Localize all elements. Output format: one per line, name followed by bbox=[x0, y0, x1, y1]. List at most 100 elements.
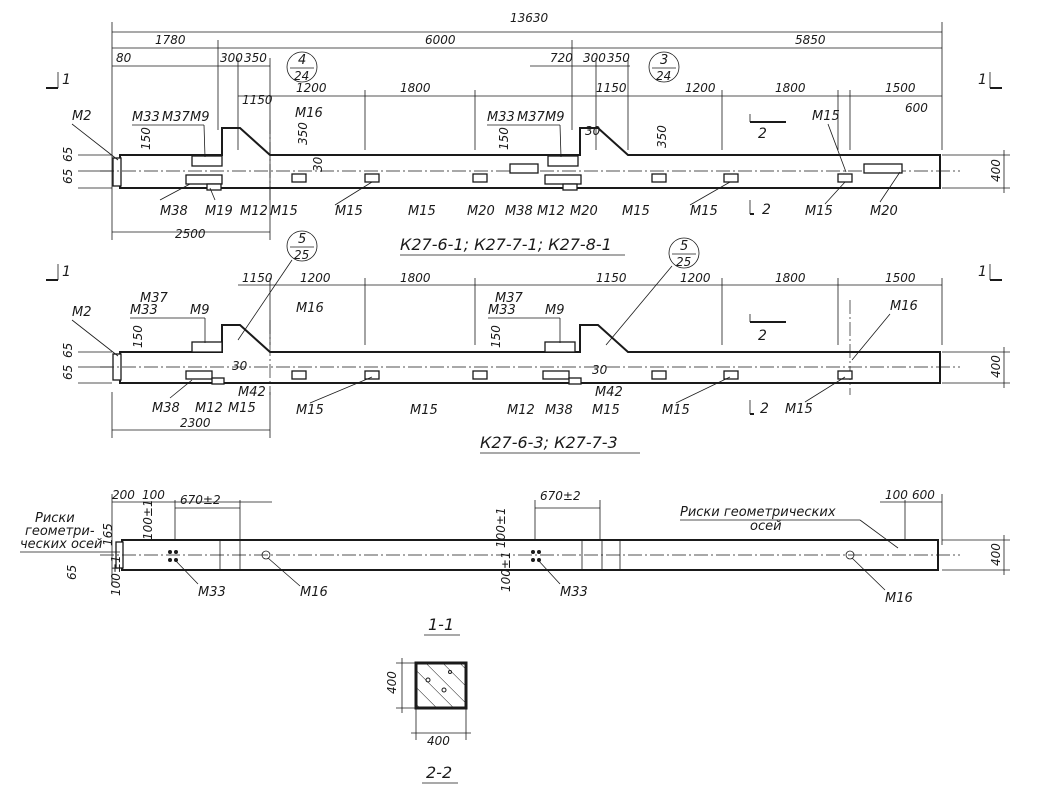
e2-dim-v-400: 400 bbox=[989, 355, 1003, 378]
dim-row-1150b: 1150 bbox=[596, 81, 627, 95]
plan-dim-100b: 100 bbox=[885, 488, 908, 502]
label-m15e: М15 bbox=[622, 204, 650, 219]
e2-dim-1200a: 1200 bbox=[300, 271, 331, 285]
e2-dim-1200b: 1200 bbox=[680, 271, 711, 285]
e2-label-m15f: М15 bbox=[785, 402, 813, 417]
e2-label-m16b: М16 bbox=[890, 299, 918, 314]
plan-title: 1-1 bbox=[428, 615, 454, 634]
e2-dim-v-65b: 65 bbox=[61, 365, 75, 380]
e2-label-m33a: М33 bbox=[130, 303, 158, 318]
label-m38b: М38 bbox=[505, 204, 533, 219]
label-m9a: М9 bbox=[190, 110, 210, 125]
e2-label-m2: М2 bbox=[72, 305, 92, 320]
e2-dim-v-30b: 30 bbox=[592, 363, 608, 377]
e2-dim-v-150a: 150 bbox=[131, 325, 145, 348]
e2-section2-mark-top: 2 bbox=[758, 328, 767, 344]
e2-label-m12a: М12 bbox=[195, 401, 223, 416]
label-m12b: М12 bbox=[537, 204, 565, 219]
dim-v-30a: 30 bbox=[311, 156, 325, 172]
bottom-dim-2300: 2300 bbox=[180, 416, 211, 430]
label-m33b: М33 bbox=[487, 110, 515, 125]
section-title: 2-2 bbox=[426, 763, 452, 782]
elevation1-title: К27-6-1; К27-7-1; К27-8-1 bbox=[400, 235, 612, 254]
cross-section: 400 400 2-2 bbox=[385, 658, 471, 784]
e2-label-m42b: М42 bbox=[595, 385, 623, 400]
dim-top-2: 6000 bbox=[425, 33, 456, 47]
e2-label-m15c: М15 bbox=[410, 403, 438, 418]
dim-row-600: 600 bbox=[905, 101, 928, 115]
plan-note-right-1: Риски геометрических bbox=[680, 505, 836, 520]
dim-v-150a: 150 bbox=[139, 127, 153, 150]
section-mark-left: 1 bbox=[62, 72, 71, 88]
dim-v-350b: 350 bbox=[655, 125, 669, 148]
plan-dim-v-100c: 100±1 bbox=[109, 555, 123, 596]
dim-top-1: 1780 bbox=[155, 33, 186, 47]
elevation2-title: К27-6-3; К27-7-3 bbox=[480, 433, 618, 452]
e2-section2-mark-bottom: 2 bbox=[760, 401, 769, 417]
dim-row-1200b: 1200 bbox=[685, 81, 716, 95]
e2-label-m38a: М38 bbox=[152, 401, 180, 416]
e2-label-m9b: М9 bbox=[545, 303, 565, 318]
plan-dim-670a: 670±2 bbox=[180, 493, 221, 507]
plan-label-m16a: М16 bbox=[300, 585, 328, 600]
plan-dim-100a: 100 bbox=[142, 488, 165, 502]
e2-dim-1150a: 1150 bbox=[242, 271, 273, 285]
dim-row-1500: 1500 bbox=[885, 81, 916, 95]
dim-sub-300a: 300 bbox=[220, 51, 243, 65]
dim-v-30b: 30 bbox=[585, 124, 601, 138]
dim-sub-720: 720 bbox=[550, 51, 573, 65]
elevation-1: 13630 1780 6000 5850 80 300 350 720 300 … bbox=[46, 11, 1010, 256]
e2-label-m33b: М33 bbox=[488, 303, 516, 318]
dim-sub-350b: 350 bbox=[607, 51, 630, 65]
e2-label-m15b: М15 bbox=[296, 403, 324, 418]
plan-view: 200 100 670±2 670±2 100 600 165 100±1 10… bbox=[20, 488, 1010, 636]
plan-note-left-1: Риски bbox=[35, 511, 75, 526]
dim-sub-350a: 350 bbox=[244, 51, 267, 65]
section2-mark-top: 2 bbox=[758, 126, 767, 142]
plan-note-right-2: осей bbox=[750, 519, 782, 534]
plan-label-m33a: М33 bbox=[198, 585, 226, 600]
plan-dim-v-100a: 100±1 bbox=[141, 499, 155, 540]
e2-dim-1800b: 1800 bbox=[775, 271, 806, 285]
ref2a-bot: 25 bbox=[294, 248, 309, 262]
plan-dim-v-400: 400 bbox=[989, 543, 1003, 566]
label-m19: М19 bbox=[205, 204, 233, 219]
e2-dim-1800a: 1800 bbox=[400, 271, 431, 285]
e2-dim-v-30a: 30 bbox=[232, 359, 248, 373]
dim-row-1150a: 1150 bbox=[242, 93, 273, 107]
e2-label-m12b: М12 bbox=[507, 403, 535, 418]
e2-label-m38b: М38 bbox=[545, 403, 573, 418]
dim-v-65a: 65 bbox=[61, 147, 75, 162]
label-m2: М2 bbox=[72, 109, 92, 124]
ref-a-bot: 24 bbox=[294, 69, 309, 83]
e2-section-mark-left: 1 bbox=[62, 264, 71, 280]
plan-dim-v-100d: 100±1 bbox=[499, 551, 513, 592]
label-m33a: М33 bbox=[132, 110, 160, 125]
plan-label-m33b: М33 bbox=[560, 585, 588, 600]
ref-a-top: 4 bbox=[298, 53, 306, 68]
e2-label-m15e: М15 bbox=[662, 403, 690, 418]
section-mark-right: 1 bbox=[978, 72, 987, 88]
label-m37a: М37 bbox=[162, 110, 190, 125]
section-dim-v: 400 bbox=[385, 671, 399, 694]
dim-sub-300b: 300 bbox=[583, 51, 606, 65]
ref2b-bot: 25 bbox=[676, 255, 691, 269]
elevation-2: 5 25 5 25 1150 1200 1800 1150 1200 1800 … bbox=[46, 230, 1010, 454]
e2-dim-v-150b: 150 bbox=[489, 325, 503, 348]
e2-label-m16a: М16 bbox=[296, 301, 324, 316]
section-dim-h: 400 bbox=[427, 734, 450, 748]
e2-label-m15d: М15 bbox=[592, 403, 620, 418]
dim-row-1800b: 1800 bbox=[775, 81, 806, 95]
label-m20a: М20 bbox=[467, 204, 495, 219]
section2-mark-bottom: 2 bbox=[762, 202, 771, 218]
dim-top-3: 5850 bbox=[795, 33, 826, 47]
e2-section-mark-right: 1 bbox=[978, 264, 987, 280]
label-m9b: М9 bbox=[545, 110, 565, 125]
label-m15a: М15 bbox=[812, 109, 840, 124]
label-m15c: М15 bbox=[335, 204, 363, 219]
dim-row-1200a: 1200 bbox=[296, 81, 327, 95]
label-m20b: М20 bbox=[570, 204, 598, 219]
section-hatched-square bbox=[414, 661, 468, 710]
overall-dimension: 13630 bbox=[510, 11, 549, 25]
